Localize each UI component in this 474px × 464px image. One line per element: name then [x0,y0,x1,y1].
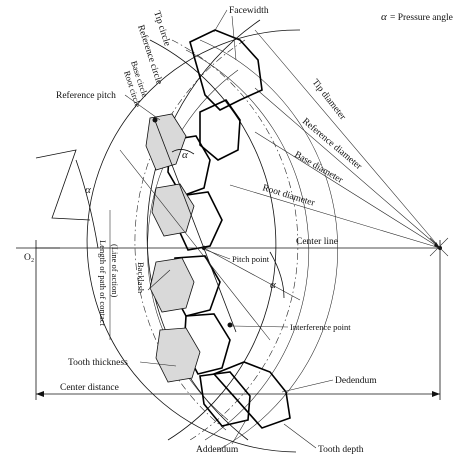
tooth-thickness-label: Tooth thickness [68,358,128,368]
root-diameter-radius-line [229,184,441,249]
legend-alpha-symbol: α [381,11,387,23]
reference-diameter-radius-line [254,87,441,249]
root-circle-arc-gear [86,29,301,453]
line-of-action-secondary [119,149,271,341]
facewidth-leader [213,9,228,33]
tooth-depth-label: Tooth depth [318,445,364,455]
tooth-thickness-leader [139,361,177,367]
center-line-label: Center line [296,237,338,247]
alpha-top-symbol: α [182,149,188,161]
facewidth-leader-2 [231,15,237,61]
origin-o2-label: O₂ [24,253,34,263]
interference-point-leader [231,325,289,328]
alpha-left-arc [75,159,99,249]
reference-circle-arc-gear [134,39,246,431]
pinion-tip-circle-arc [149,39,277,441]
facewidth-label: Facewidth [229,6,269,16]
pinion-reference-circle-arc [171,39,299,441]
pitch-point-leader [205,249,231,260]
pitch-point-label: Pitch point [232,254,270,264]
center-distance-arrow-left [36,391,44,397]
backlash-label: Backlash [136,262,146,294]
length-of-path-label: Length of path of contact [98,240,108,327]
pinion-interference-marker [152,117,158,123]
reference-pitch-leader [124,94,161,121]
tip-diameter-radius-line [254,29,441,249]
tooth-depth-leader [283,423,317,449]
addendum-leader [231,419,247,445]
pinion-teeth-shaded [145,113,201,383]
interference-point-marker [227,322,233,328]
alpha-right-symbol: α [270,279,276,291]
pinion-base-circle-arc [185,49,310,441]
root-diameter-label: Root diameter [261,183,316,209]
dedendum-leader [281,379,334,393]
dedendum-label: Dedendum [335,376,377,386]
interference-point-label: Interference point [290,322,351,332]
tip-circle-arc [146,19,261,441]
addendum-label: Addendum [196,445,239,455]
pinion-root-circle-arc [199,39,338,451]
line-of-action [153,117,237,333]
alpha-right-arc [269,251,285,299]
reference-pitch-label: Reference pitch [56,90,116,101]
alpha-zigzag-line [35,149,91,221]
tip-diameter-label: Tip diameter [310,78,348,123]
line-of-action-label: (Line of action) [110,244,120,298]
alpha-top-arc [171,149,195,155]
center-distance-label: Center distance [60,383,119,393]
alpha-left-symbol: α [85,184,91,196]
legend-pressure-angle-text: = Pressure angle [390,13,453,23]
backlash-leader [147,269,171,291]
gear-center-hatch [429,237,449,257]
center-distance-arrow-right [432,391,440,397]
